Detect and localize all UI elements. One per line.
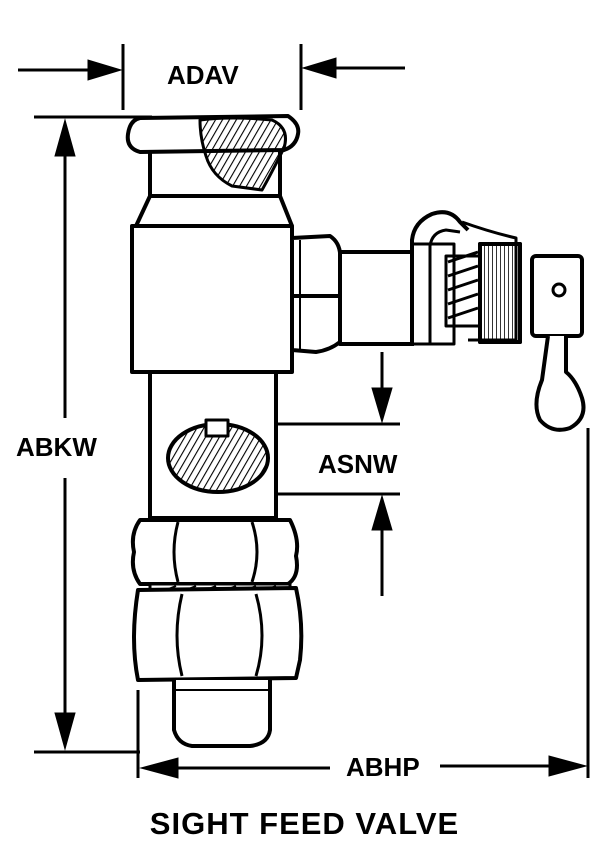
lower-hex-nut xyxy=(132,586,304,682)
side-clamp xyxy=(410,210,518,346)
dimension-label-asnw: ASNW xyxy=(318,449,398,479)
spring-coils xyxy=(444,250,482,328)
knurled-knob xyxy=(478,242,522,344)
dimension-label-adav: ADAV xyxy=(167,60,239,90)
dimension-label-abhp: ABHP xyxy=(346,752,420,782)
arrowhead xyxy=(371,387,393,424)
bottom-fitting xyxy=(172,680,272,748)
upper-hex-nut xyxy=(130,518,300,586)
dimension-abkw xyxy=(34,115,152,754)
upper-body xyxy=(130,224,294,374)
sight-window xyxy=(166,418,270,494)
arrowhead xyxy=(548,755,588,777)
arrowhead xyxy=(87,59,123,81)
side-tube xyxy=(338,250,414,346)
dimension-abhp xyxy=(136,428,590,779)
handle-lever xyxy=(530,254,586,432)
arrowhead xyxy=(54,712,76,751)
arrowhead xyxy=(54,118,76,157)
side-nut xyxy=(290,234,344,354)
arrowhead xyxy=(371,494,393,531)
valve-body xyxy=(125,114,586,748)
arrowhead xyxy=(301,57,337,79)
dimension-adav xyxy=(18,44,405,110)
dimension-asnw xyxy=(262,352,400,596)
dimension-label-abkw: ABKW xyxy=(16,432,97,462)
arrowhead xyxy=(139,757,179,779)
top-cap xyxy=(125,114,301,227)
figure-caption: SIGHT FEED VALVE xyxy=(149,806,460,841)
